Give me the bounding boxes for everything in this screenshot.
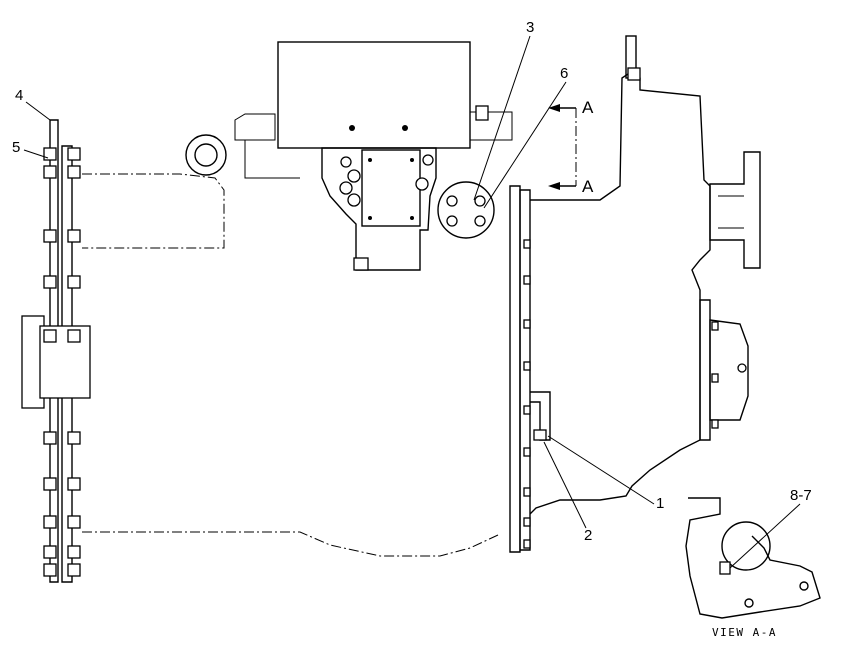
section-arrows — [548, 104, 577, 190]
flange-bolts — [43, 147, 81, 577]
callout-6: 6 — [560, 65, 568, 82]
main-housing — [82, 113, 499, 557]
callout-4: 4 — [15, 87, 23, 104]
callout-3: 3 — [526, 19, 534, 36]
right-housing — [529, 35, 761, 515]
leader-lines — [23, 35, 801, 569]
round-cover — [437, 181, 495, 239]
view-caption: VIEW A-A — [712, 626, 777, 639]
callout-5: 5 — [12, 139, 20, 156]
callout-1: 1 — [656, 495, 664, 512]
callout-8-7: 8-7 — [790, 487, 812, 504]
callout-2: 2 — [584, 527, 592, 544]
valve-body — [321, 147, 437, 271]
right-flange — [509, 185, 531, 553]
view-a-a-inset — [685, 497, 821, 619]
lifting-eye — [185, 134, 227, 176]
section-label-top: A — [582, 98, 594, 117]
top-control-housing — [277, 41, 513, 149]
bracket — [530, 391, 551, 441]
left-flange-plate — [21, 119, 91, 583]
section-label-bottom: A — [582, 177, 594, 196]
